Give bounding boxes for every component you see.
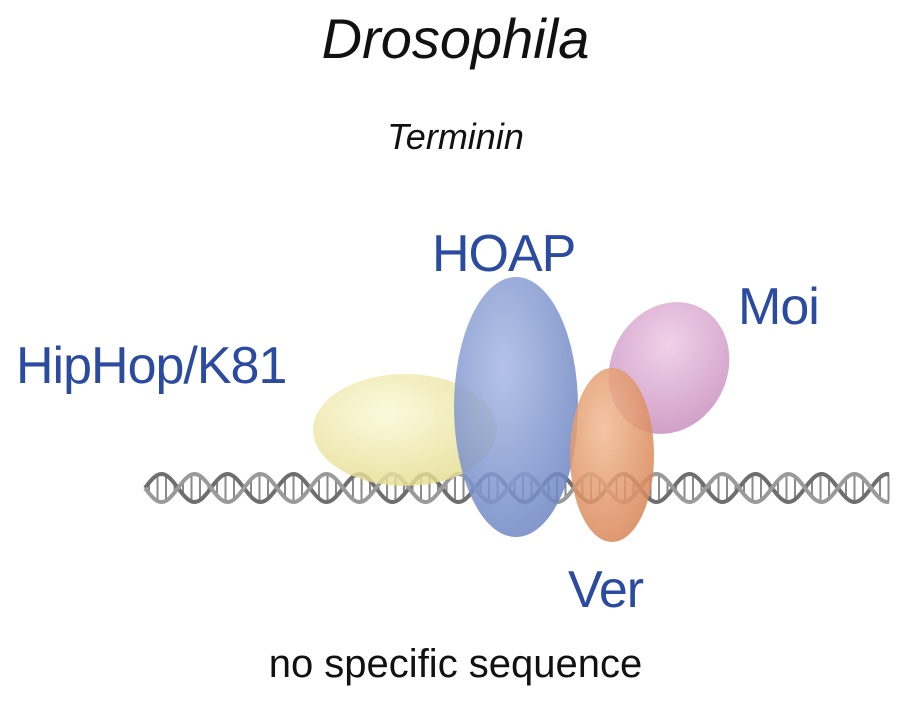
ver-protein <box>570 368 654 542</box>
hiphop-label: HipHop/K81 <box>16 337 287 395</box>
hoap-label: HOAP <box>432 225 576 283</box>
hoap-protein <box>454 277 578 537</box>
hiphop-protein <box>313 374 497 486</box>
organism-title: Drosophila <box>321 7 590 70</box>
moi-label: Moi <box>738 278 820 336</box>
sequence-caption: no specific sequence <box>268 642 643 686</box>
complex-subtitle: Terminin <box>387 116 524 157</box>
ver-label: Ver <box>568 561 644 619</box>
